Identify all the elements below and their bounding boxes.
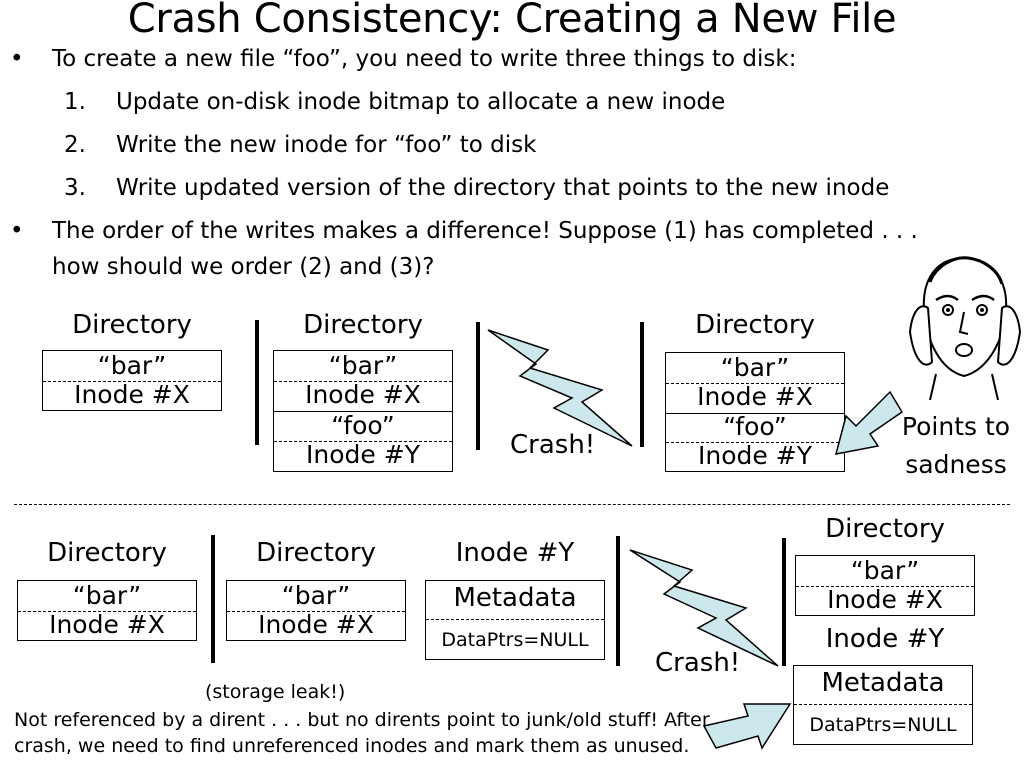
dirent-name: “bar” (328, 351, 398, 380)
separator-line (255, 320, 259, 445)
dirent-inode: Inode #X (49, 610, 165, 639)
directory-label: Directory (695, 310, 815, 340)
separator-line (211, 535, 215, 663)
directory-box: “bar” Inode #X (17, 580, 197, 641)
dirent-name: “bar” (281, 581, 351, 610)
worried-face-illustration (908, 256, 1022, 401)
divider (666, 383, 844, 384)
dirent-inode: Inode #X (827, 585, 943, 614)
dirent-inode: Inode #X (74, 380, 190, 409)
step-number: 3. (64, 175, 86, 201)
note-line-1: Not referenced by a dirent . . . but no … (14, 709, 710, 731)
dirent-name: “bar” (850, 556, 920, 585)
separator-line (640, 322, 644, 447)
dirent-inode: Inode #X (258, 610, 374, 639)
separator-line (616, 536, 620, 666)
storage-leak-label: (storage leak!) (205, 681, 346, 703)
dirent-name: “bar” (97, 351, 167, 380)
directory-label: Directory (303, 310, 423, 340)
block-arrow-icon (834, 390, 904, 455)
section-divider (14, 504, 1010, 505)
inode-label: Inode #Y (455, 538, 575, 568)
bullet-1: To create a new file “foo”, you need to … (52, 46, 797, 72)
crash-label: Crash! (655, 648, 741, 678)
inode-dataptrs: DataPtrs=NULL (809, 714, 957, 736)
dirent-inode: Inode #X (697, 382, 813, 411)
dirent-inode: Inode #Y (698, 441, 812, 470)
divider (274, 411, 452, 412)
bullet-2-line-2: how should we order (2) and (3)? (52, 254, 435, 280)
slide-title: Crash Consistency: Creating a New File (127, 0, 897, 42)
directory-box: “bar” Inode #X (226, 580, 406, 641)
divider (18, 611, 196, 612)
dirent-name: “bar” (72, 581, 142, 610)
bullet-marker: • (10, 218, 24, 244)
inode-label: Inode #Y (825, 624, 945, 654)
divider (274, 381, 452, 382)
sadness-label: sadness (905, 450, 1007, 479)
bullet-2-line-1: The order of the writes makes a differen… (52, 218, 918, 244)
inode-metadata: Metadata (453, 583, 577, 613)
divider (666, 442, 844, 443)
directory-box: “bar” Inode #X “foo” Inode #Y (665, 352, 845, 472)
divider (227, 611, 405, 612)
block-arrow-icon (702, 703, 792, 750)
inode-dataptrs: DataPtrs=NULL (441, 629, 589, 651)
inode-box: Metadata DataPtrs=NULL (793, 665, 973, 745)
dirent-name: “foo” (331, 411, 395, 440)
directory-label: Directory (47, 538, 167, 568)
divider (794, 704, 972, 705)
crash-label: Crash! (510, 430, 596, 460)
directory-label: Directory (72, 310, 192, 340)
divider (43, 381, 221, 382)
step-2: Write the new inode for “foo” to disk (116, 132, 537, 158)
separator-line (782, 538, 786, 666)
points-to-label: Points to (901, 412, 1011, 441)
divider (796, 586, 974, 587)
divider (426, 619, 604, 620)
dirent-name: “foo” (723, 412, 787, 441)
step-1: Update on-disk inode bitmap to allocate … (116, 89, 726, 115)
divider (274, 441, 452, 442)
lightning-bolt-icon (487, 329, 633, 447)
dirent-name: “bar” (720, 353, 790, 382)
note-line-2: crash, we need to find unreferenced inod… (14, 735, 690, 757)
step-number: 1. (64, 89, 86, 115)
dirent-inode: Inode #X (305, 380, 421, 409)
directory-box: “bar” Inode #X (795, 555, 975, 616)
step-3: Write updated version of the directory t… (116, 175, 890, 201)
divider (666, 413, 844, 414)
inode-metadata: Metadata (821, 668, 945, 698)
dirent-inode: Inode #Y (306, 440, 420, 469)
step-number: 2. (64, 132, 86, 158)
directory-label: Directory (825, 514, 945, 544)
directory-box: “bar” Inode #X (42, 350, 222, 411)
bullet-marker: • (10, 46, 24, 72)
directory-box: “bar” Inode #X “foo” Inode #Y (273, 350, 453, 472)
lightning-bolt-icon (629, 549, 779, 667)
inode-box: Metadata DataPtrs=NULL (425, 580, 605, 660)
directory-label: Directory (256, 538, 376, 568)
separator-line (476, 322, 480, 450)
